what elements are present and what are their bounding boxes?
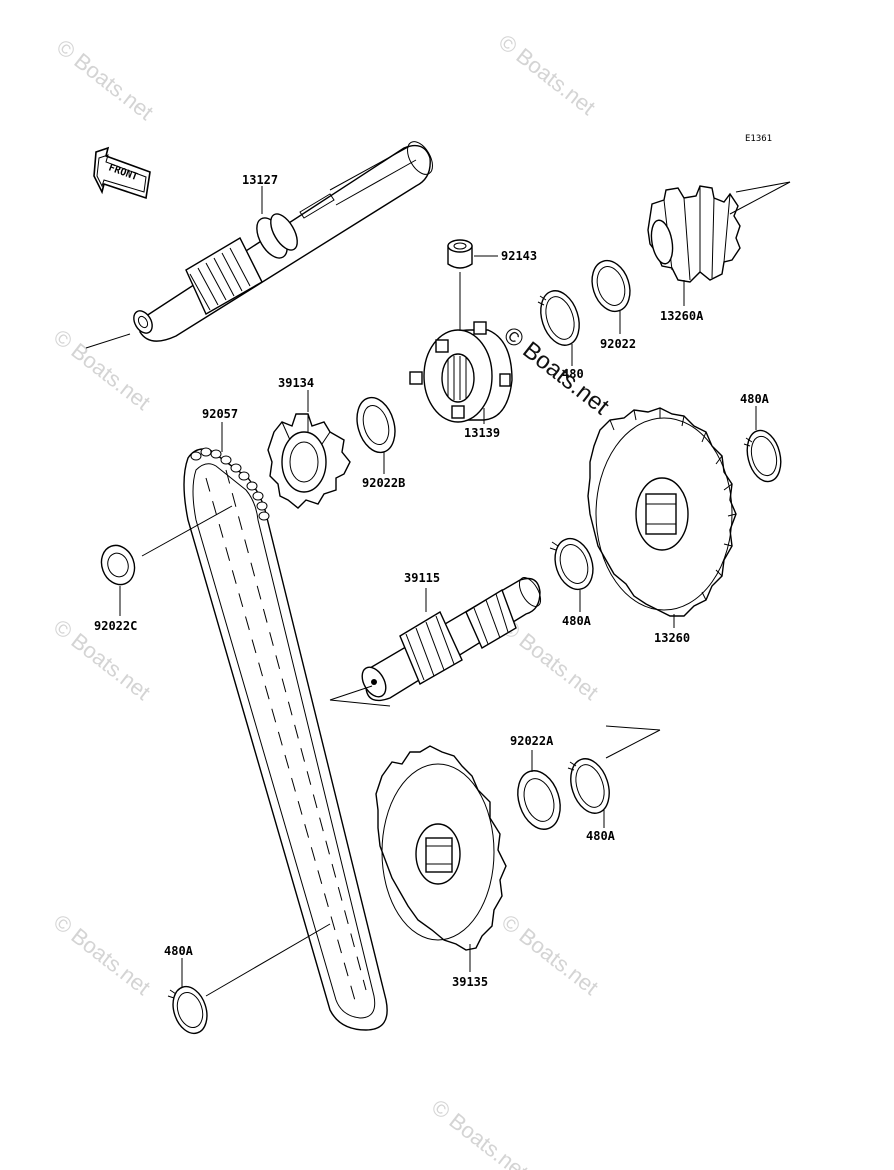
dog-clutch (409, 321, 513, 423)
label-39134: 39134 (278, 376, 314, 390)
label-92143: 92143 (501, 249, 537, 263)
label-480A-top: 480A (740, 392, 770, 406)
sprocket-small (267, 413, 351, 509)
label-13127: 13127 (242, 173, 278, 187)
label-92057: 92057 (202, 407, 238, 421)
washer-c (100, 544, 136, 586)
label-13260: 13260 (654, 631, 690, 645)
watermark: © Boats.net (497, 909, 603, 1000)
label-13139: 13139 (464, 426, 500, 440)
main-shaft (85, 141, 433, 349)
circlip-a (743, 429, 782, 483)
watermark: © Boats.net (49, 324, 155, 415)
label-13260A: 13260A (660, 309, 704, 323)
front-arrow-icon: FRONT (93, 146, 151, 200)
label-92022A: 92022A (510, 734, 554, 748)
label-92022C: 92022C (94, 619, 137, 633)
label-480A-mid: 480A (562, 614, 592, 628)
label-39135: 39135 (452, 975, 488, 989)
countershaft (361, 577, 542, 702)
label-480: 480 (562, 367, 584, 381)
circlip (537, 290, 580, 346)
label-480A-bottom: 480A (164, 944, 194, 958)
watermark: © Boats.net (52, 34, 158, 125)
label-92022B: 92022B (362, 476, 405, 490)
sprocket-large (375, 745, 507, 951)
chain-links (190, 447, 270, 521)
watermark: © Boats.net (427, 1094, 533, 1170)
label-92022: 92022 (600, 337, 636, 351)
washer-b (356, 396, 396, 454)
drive-chain (183, 447, 388, 1031)
circlip-a (167, 985, 208, 1035)
label-480A-low: 480A (586, 829, 616, 843)
watermark: © Boats.net (49, 909, 155, 1000)
washer (591, 259, 631, 313)
circlip-a (567, 758, 610, 814)
gear-large (587, 407, 737, 617)
washer-a (517, 770, 561, 830)
diagram-code: E1361 (745, 134, 772, 144)
circlip-a (549, 537, 594, 591)
bushing (447, 239, 473, 269)
watermark: © Boats.net (494, 29, 600, 120)
label-39115: 39115 (404, 571, 440, 585)
gear-small (647, 185, 741, 283)
